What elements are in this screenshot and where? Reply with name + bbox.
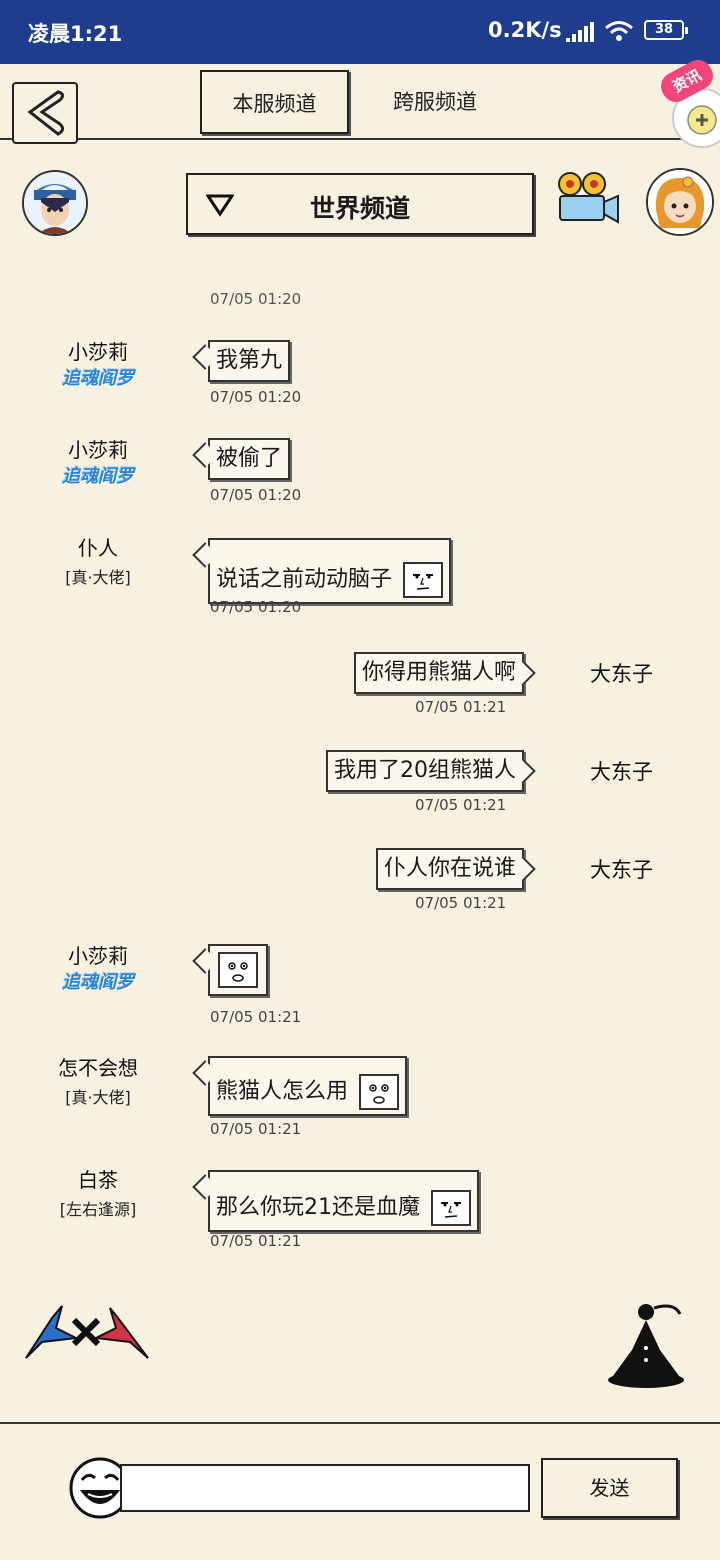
message-text: 仆人你在说谁 <box>383 856 516 881</box>
message-timestamp: 07/05 01:21 <box>210 1008 302 1026</box>
surprised-face-icon <box>218 952 258 988</box>
sender-title: [真·大佬] <box>65 1088 131 1107</box>
message-timestamp: 07/05 01:20 <box>210 598 302 616</box>
message-text: 那么你玩21还是血魔 <box>216 1195 420 1220</box>
message-bubble[interactable]: 那么你玩21还是血魔 <box>208 1170 479 1232</box>
message-timestamp: 07/05 01:21 <box>415 894 507 912</box>
status-bar: 凌晨1:21 0.2K/s 38 <box>0 0 720 64</box>
sender-title: 追魂阎罗 <box>62 972 134 993</box>
back-arrow-icon <box>27 90 65 136</box>
message-timestamp: 07/05 01:20 <box>210 388 302 406</box>
message-timestamp: 07/05 01:21 <box>415 796 507 814</box>
message-bubble[interactable]: 说话之前动动脑子 <box>208 538 452 604</box>
message-bubble[interactable] <box>208 944 268 996</box>
message-text: 我第九 <box>216 348 283 373</box>
back-button[interactable] <box>12 82 78 144</box>
message-bubble[interactable]: 我用了20组熊猫人 <box>326 750 524 792</box>
tab-cross-server[interactable]: 跨服频道 <box>393 90 477 114</box>
sender-name[interactable]: 小莎莉 <box>68 340 128 364</box>
sender-title: [真·大佬] <box>65 568 131 587</box>
chat-input[interactable] <box>120 1464 530 1512</box>
message-timestamp: 07/05 01:21 <box>210 1232 302 1250</box>
sender-name[interactable]: 小莎莉 <box>68 438 128 462</box>
news-button[interactable] <box>672 88 720 148</box>
sender-title: 追魂阎罗 <box>62 466 134 487</box>
sender-name[interactable]: 大东子 <box>590 858 653 882</box>
sender-name[interactable]: 仆人 <box>78 536 118 560</box>
surprised-face-icon <box>359 1074 400 1110</box>
send-button[interactable]: 发送 <box>541 1458 678 1518</box>
gamepad-icon <box>687 105 717 135</box>
dropdown-triangle-icon <box>206 194 234 217</box>
message-timestamp: 07/05 01:20 <box>210 290 302 308</box>
smirk-face-icon <box>403 562 444 598</box>
network-speed: 0.2K/s <box>488 18 562 42</box>
chat-area[interactable]: 07/05 01:20 小莎莉 追魂阎罗 我第九 07/05 01:20 小莎莉… <box>0 250 720 1290</box>
video-camera-icon[interactable] <box>554 170 622 226</box>
sender-title: 追魂阎罗 <box>62 368 134 389</box>
girl-avatar-button[interactable] <box>646 168 714 236</box>
sender-name[interactable]: 白茶 <box>78 1168 118 1192</box>
wifi-icon <box>605 21 633 41</box>
message-timestamp: 07/05 01:21 <box>210 1120 302 1138</box>
battery-icon: 38 <box>644 20 688 40</box>
status-time: 凌晨1:21 <box>28 22 123 46</box>
channel-selector[interactable]: 世界频道 <box>186 173 534 235</box>
versus-logo-icon[interactable] <box>22 1298 152 1364</box>
sender-title: [左右逢源] <box>59 1200 137 1219</box>
message-bubble[interactable]: 我第九 <box>208 340 291 382</box>
message-timestamp: 07/05 01:21 <box>415 698 507 716</box>
header-divider <box>0 138 720 140</box>
tab-local-server[interactable]: 本服频道 <box>200 70 349 134</box>
message-bubble[interactable]: 仆人你在说谁 <box>375 848 524 890</box>
meditating-figure-icon[interactable] <box>604 1300 688 1390</box>
message-bubble[interactable]: 被偷了 <box>208 438 291 480</box>
smirk-face-icon <box>431 1190 471 1226</box>
girl-avatar-icon <box>648 170 712 234</box>
sender-name[interactable]: 大东子 <box>590 662 653 686</box>
channel-label: 世界频道 <box>309 194 410 223</box>
input-divider <box>0 1422 720 1424</box>
message-bubble[interactable]: 熊猫人怎么用 <box>208 1056 408 1116</box>
message-text: 我用了20组熊猫人 <box>334 758 516 783</box>
sender-name[interactable]: 小莎莉 <box>68 944 128 968</box>
sender-name[interactable]: 怎不会想 <box>58 1056 138 1080</box>
message-text: 说话之前动动脑子 <box>216 567 393 592</box>
sender-name[interactable]: 大东子 <box>590 760 653 784</box>
message-text: 熊猫人怎么用 <box>216 1079 349 1104</box>
ninja-avatar-icon <box>24 172 86 234</box>
message-text: 被偷了 <box>216 446 283 471</box>
message-text: 你得用熊猫人啊 <box>361 660 516 685</box>
my-avatar[interactable] <box>22 170 88 236</box>
message-timestamp: 07/05 01:20 <box>210 486 302 504</box>
signal-icon <box>566 22 594 42</box>
message-bubble[interactable]: 你得用熊猫人啊 <box>353 652 524 694</box>
